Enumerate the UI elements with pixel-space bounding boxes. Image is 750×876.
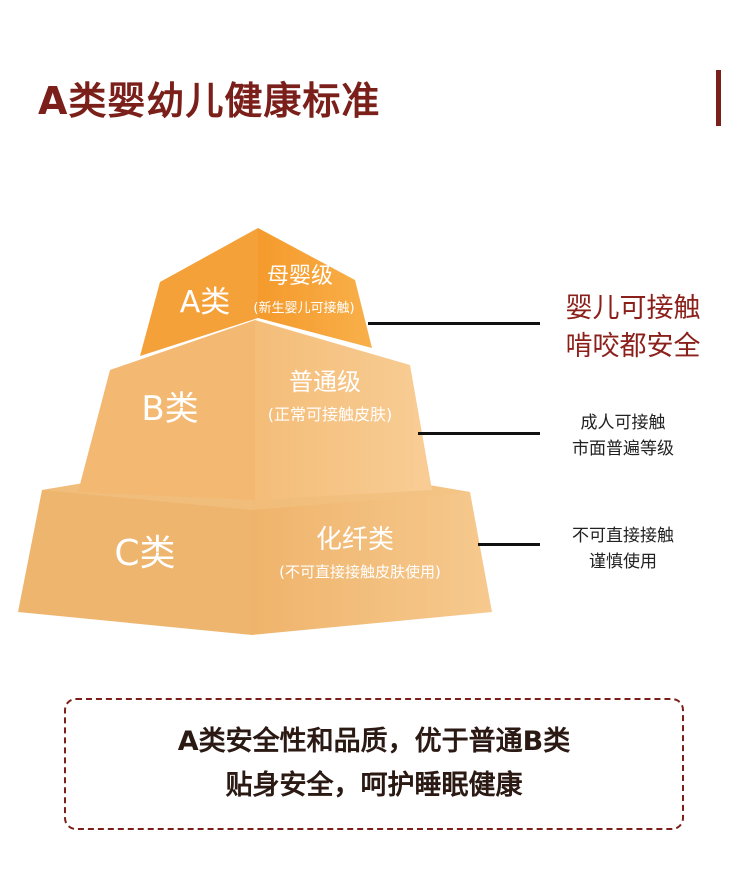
summary-line-1: A类安全性和品质，优于普通B类 [177,726,571,757]
tier-a [140,228,372,356]
tier-a-level-desc: (新生婴儿可接触) [253,300,354,316]
tier-b-right-face [255,320,432,500]
tier-a-level-name: 母婴级 [267,264,333,289]
tier-b-level-desc: (正常可接触皮肤) [268,405,393,424]
tier-a-class-label: A类 [180,285,231,320]
tier-a-note-line-1: 婴儿可接触 [565,293,701,324]
tier-a-left-face [140,228,258,356]
summary-line-2: 贴身安全，呵护睡眠健康 [225,770,523,801]
tier-b-note: 成人可接触 市面普遍等级 [548,410,698,462]
connector-line-c [478,543,540,546]
summary-box: A类安全性和品质，优于普通B类 贴身安全，呵护睡眠健康 [64,698,684,830]
pyramid-diagram: A类 母婴级 (新生婴儿可接触) B类 普通级 (正常可接触皮肤) C类 化纤类… [18,228,492,635]
title-accent-bar [716,70,721,126]
connector-line-b [418,432,540,435]
connector-line-a [368,322,540,325]
tier-b-note-line-2: 市面普遍等级 [572,439,674,459]
tier-b-note-line-1: 成人可接触 [580,413,666,433]
tier-b-class-label: B类 [141,389,198,429]
tier-b [78,320,432,500]
tier-c-note-line-2: 谨慎使用 [589,552,657,572]
tier-a-note-line-2: 啃咬都安全 [565,331,701,362]
tier-c-level-desc: (不可直接接触皮肤使用) [279,563,441,581]
tier-b-level-name: 普通级 [289,368,361,396]
tier-c-class-label: C类 [114,533,175,574]
page-title: A类婴幼儿健康标准 [38,79,381,123]
tier-c-note-line-1: 不可直接接触 [572,526,674,546]
tier-a-note: 婴儿可接触 啃咬都安全 [548,290,718,366]
tier-c [18,455,492,635]
tier-b-left-face [78,320,255,500]
tier-c-level-name: 化纤类 [316,525,394,555]
tier-a-right-face [258,228,372,348]
tier-c-note: 不可直接接触 谨慎使用 [548,523,698,575]
